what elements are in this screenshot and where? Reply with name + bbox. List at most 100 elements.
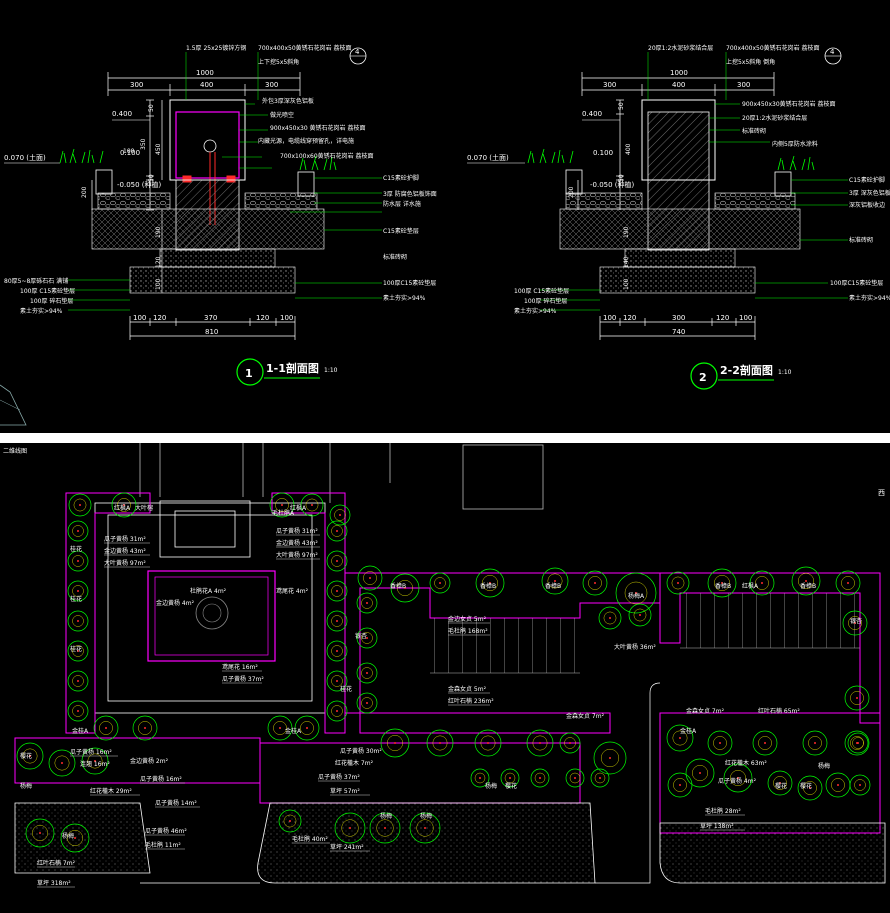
dim2-mid-1: 190 xyxy=(623,226,630,238)
tree-center-dot xyxy=(677,582,679,584)
plant-label: 桂花 xyxy=(70,545,82,553)
tree-symbol-inner xyxy=(376,819,394,837)
section-1-1-top-dims xyxy=(107,72,301,96)
tree-symbol-inner xyxy=(361,632,373,644)
tree-symbol xyxy=(707,730,733,756)
level-1-soil: 0.070 (土面) xyxy=(4,153,46,162)
area-label: 金边黄杨 2m² xyxy=(130,757,169,765)
tree-symbol-inner xyxy=(22,748,38,764)
tree-center-dot xyxy=(77,710,79,712)
dim-left-2: 350 xyxy=(140,138,147,150)
plant-label: 桂花 xyxy=(70,595,82,603)
plant-label: 香樟B xyxy=(715,582,731,590)
tree-symbol xyxy=(559,732,581,754)
tree-symbol xyxy=(111,492,137,518)
note-2-4: 20厚1:2水泥砂浆结合层 xyxy=(742,114,807,122)
plant-label: 红枫A xyxy=(742,582,759,590)
note-2-0: 20厚1:2水泥砂浆结合层 xyxy=(648,44,713,52)
tree-symbol xyxy=(356,662,378,684)
area-label: 红叶石楠 65m² xyxy=(758,707,800,715)
area-label: 瓜子黄杨 4m² xyxy=(718,777,757,785)
tree-center-dot xyxy=(761,582,763,584)
tree-symbol xyxy=(380,728,410,758)
plant-label: 银杏 xyxy=(355,632,367,640)
tree-symbol-inner xyxy=(432,735,448,751)
dim2-mid-3: 100 xyxy=(623,278,630,290)
dim-bottom-5: 100 xyxy=(280,314,293,322)
area-label: 草坪 318m² xyxy=(37,879,71,887)
tree-symbol-inner xyxy=(603,611,617,625)
dim2-bottom-4: 120 xyxy=(716,314,729,322)
area-label: 金边黄杨 4m² xyxy=(156,599,195,607)
level-1-top: 0.400 xyxy=(112,110,132,118)
tree-symbol-inner xyxy=(534,772,546,784)
tree-symbol-inner xyxy=(361,667,373,679)
tree-symbol-inner xyxy=(671,576,685,590)
area-labels: 瓜子黄杨 31m² 金边黄杨 43m² 大叶黄杨 97m² 瓜子黄杨 31m² … xyxy=(37,527,800,887)
tree-symbol-inner xyxy=(72,645,84,657)
area-label: 瓜子黄杨 14m² xyxy=(155,799,197,807)
tree-symbol xyxy=(475,568,505,598)
tree-center-dot xyxy=(366,672,368,674)
tree-symbol xyxy=(541,567,569,595)
note-1-br-1: 100厚C15素砼垫层 xyxy=(383,279,436,287)
tree-center-dot xyxy=(105,727,107,729)
plant-label: 杨梅 xyxy=(20,782,32,790)
tree-center-dot xyxy=(489,582,491,584)
tree-center-dot xyxy=(144,727,146,729)
plant-label: 杨梅A xyxy=(628,592,645,600)
tree-symbol-inner xyxy=(758,736,772,750)
tree-symbol-inner xyxy=(713,736,727,750)
section-drawings-svg: 1000 300 400 300 4 50 350 450 50 200 0.4… xyxy=(0,44,890,426)
dim-top-1: 300 xyxy=(130,81,143,89)
tree-symbol xyxy=(685,758,715,788)
note-1-4: 做光喷空 xyxy=(270,111,294,119)
tree-symbol xyxy=(797,775,823,801)
tree-symbol-inner xyxy=(714,575,730,591)
plant-label: 樱花 xyxy=(505,782,517,790)
tree-symbol xyxy=(278,809,302,833)
tree-symbol-inner xyxy=(138,721,152,735)
area-label: 红花檵木 63m² xyxy=(725,759,767,767)
area-leaders xyxy=(37,534,745,888)
leaders-1 xyxy=(68,52,382,311)
tree-symbol xyxy=(530,768,550,788)
tree-symbol-inner xyxy=(504,772,516,784)
area-label: 大叶黄杨 97m² xyxy=(276,551,318,559)
section-2-2-scale: 1:10 xyxy=(778,369,792,376)
tree-symbol xyxy=(93,715,119,741)
note-2-2: 上挖5x5斜角 倒角 xyxy=(726,58,775,66)
dim-left-3: 450 xyxy=(155,143,162,155)
area-label: 红花檵木 29m² xyxy=(90,787,132,795)
section-2-2-top-dims xyxy=(581,72,775,96)
area-label: 鸢尾花 16m² xyxy=(222,663,258,671)
plant-label: 杨梅 xyxy=(62,832,74,840)
tree-symbol-inner xyxy=(72,585,84,597)
dim-mid-2: 120 xyxy=(155,256,162,268)
dim2-top-2: 400 xyxy=(672,81,685,89)
gravel-base-1 xyxy=(159,248,276,268)
tree-center-dot xyxy=(439,742,441,744)
tree-symbol-inner xyxy=(331,675,343,687)
plant-labels: 红枫A 大叶榕 毛杜鹃A 红枫A 桂花 桂花 桂花 桂花 香樟B 香樟B 香樟B… xyxy=(20,504,862,840)
area-label: 瓜子黄杨 31m² xyxy=(276,527,318,535)
tree-center-dot xyxy=(779,782,781,784)
tree-symbol xyxy=(500,768,520,788)
tree-symbol xyxy=(390,573,420,603)
tree-symbol-inner xyxy=(331,705,343,717)
dim2-total: 740 xyxy=(672,328,685,336)
area-label: 毛杜鹃 168m² xyxy=(448,627,488,635)
tree-symbol xyxy=(81,747,109,775)
tree-symbol-inner xyxy=(808,736,822,750)
tree-center-dot xyxy=(61,762,63,764)
tree-symbol-inner xyxy=(273,721,287,735)
tree-symbol xyxy=(844,685,870,711)
tree-center-dot xyxy=(594,582,596,584)
plants-left-1 xyxy=(59,148,104,164)
tree-symbol xyxy=(267,715,293,741)
dim2-left-2: 400 xyxy=(625,143,632,155)
section-drawings-panel: 1000 300 400 300 4 50 350 450 50 200 0.4… xyxy=(0,0,890,433)
tree-symbol-inner xyxy=(331,585,343,597)
dim2-bottom-3: 300 xyxy=(672,314,685,322)
tree-symbol xyxy=(132,715,158,741)
